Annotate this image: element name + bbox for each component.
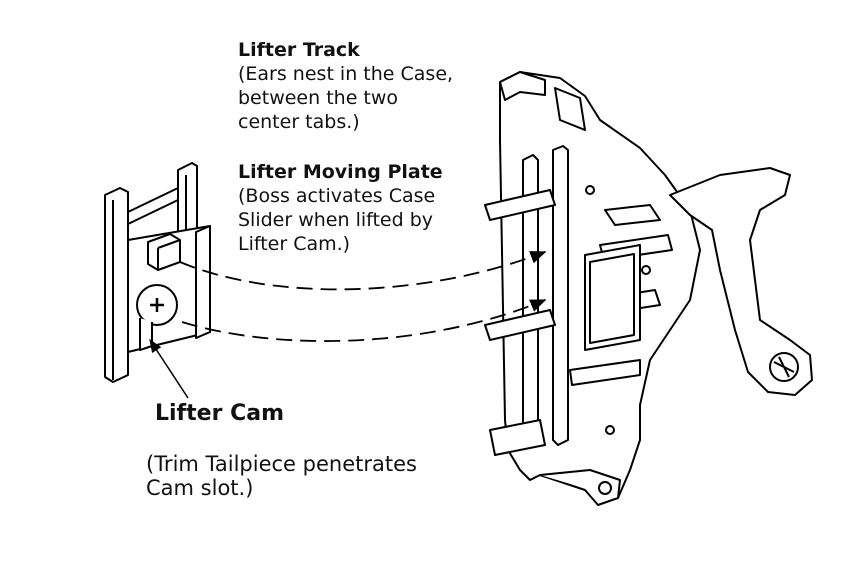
lifter-cam-title: Lifter Cam: [155, 401, 284, 426]
lifter-track-note-3: center tabs.): [238, 111, 360, 133]
lifter-moving-plate-note-1: (Boss activates Case: [238, 185, 436, 207]
lifter-assembly-part: [104, 162, 211, 383]
lifter-track-label: Lifter Track (Ears nest in the Case, bet…: [238, 38, 453, 134]
lifter-cam-note-2: Cam slot.): [146, 476, 254, 500]
boss-path: [179, 251, 547, 291]
lifter-track-note-1: (Ears nest in the Case,: [238, 63, 454, 85]
cam-path: [181, 299, 547, 342]
lifter-moving-plate-title: Lifter Moving Plate: [238, 161, 443, 183]
lifter-moving-plate-note-2: Slider when lifted by: [238, 209, 434, 231]
lifter-moving-plate-note-3: Lifter Cam.): [238, 233, 351, 255]
lock-chassis-part: [484, 71, 813, 506]
lifter-track-note-2: between the two: [238, 87, 399, 109]
lifter-cam-label: (Trim Tailpiece penetrates Cam slot.): [146, 452, 417, 500]
lifter-moving-plate-label: Lifter Moving Plate (Boss activates Case…: [238, 160, 443, 256]
lifter-cam-leader: [149, 338, 189, 399]
assembly-paths: [179, 251, 547, 342]
lifter-track-title: Lifter Track: [238, 39, 360, 61]
lifter-cam-note-1: (Trim Tailpiece penetrates: [146, 452, 417, 476]
